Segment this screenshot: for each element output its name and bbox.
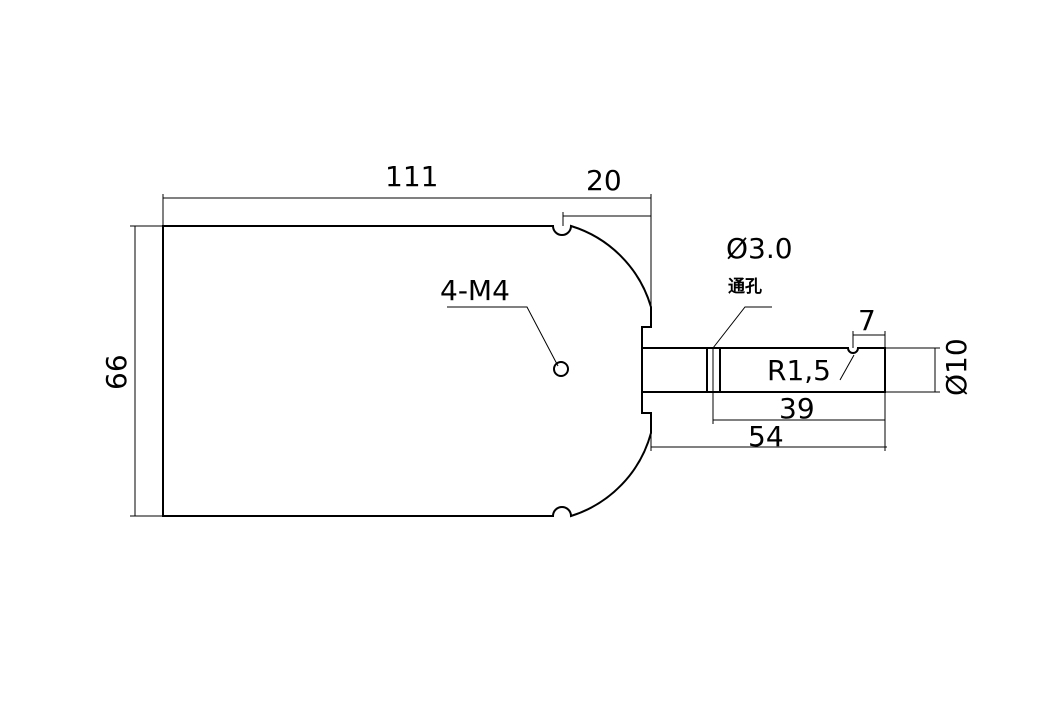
dimension-54: 54 xyxy=(650,420,887,453)
dim-54-label: 54 xyxy=(748,420,784,453)
dim-20-label: 20 xyxy=(586,164,622,197)
dimension-39: 39 xyxy=(712,392,886,451)
dimension-111: 111 xyxy=(162,160,652,307)
dimension-7: 7 xyxy=(852,304,886,348)
dim-39-label: 39 xyxy=(779,392,815,425)
dimension-20: 20 xyxy=(562,164,651,226)
groove-radius-label: R1,5 xyxy=(767,354,831,387)
through-hole-callout: Ø3.0 通孔 xyxy=(712,232,793,349)
dim-111-label: 111 xyxy=(385,160,438,193)
groove-radius-callout: R1,5 xyxy=(767,354,855,387)
through-hole-note: 通孔 xyxy=(728,277,762,297)
shaft-outline xyxy=(642,347,886,393)
through-hole-diameter-label: Ø3.0 xyxy=(726,232,793,265)
m4-hole xyxy=(553,361,569,377)
dim-diameter-10-label: Ø10 xyxy=(940,338,973,396)
dimension-66: 66 xyxy=(100,225,163,517)
m4-callout: 4-M4 xyxy=(440,274,559,367)
dim-66-label: 66 xyxy=(100,354,133,390)
dimension-diameter-10: Ø10 xyxy=(885,338,973,396)
dim-7-label: 7 xyxy=(858,304,876,337)
m4-label: 4-M4 xyxy=(440,274,510,307)
plate-outline xyxy=(162,224,652,518)
